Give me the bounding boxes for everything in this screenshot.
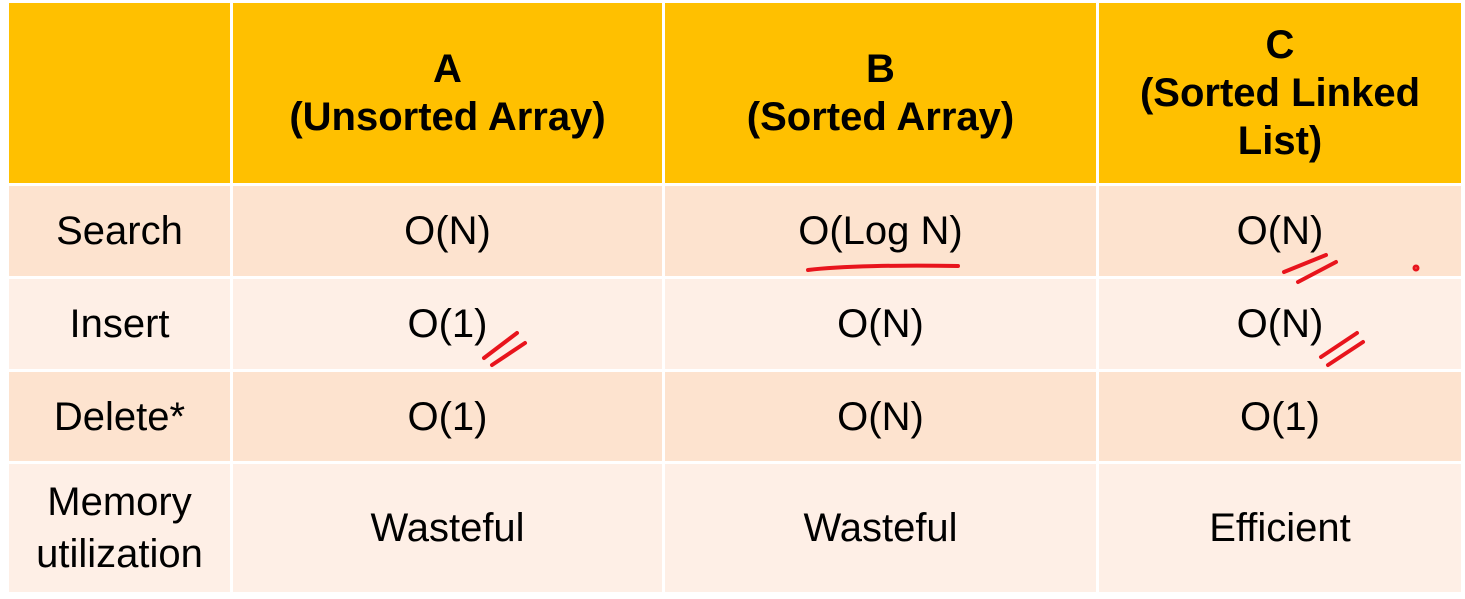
cell-delete-a: O(1): [230, 368, 665, 465]
cell-memory-b: Wasteful: [662, 461, 1099, 595]
complexity-comparison-table: A (Unsorted Array) B (Sorted Array) C (S…: [6, 0, 1464, 595]
cell-memory-a: Wasteful: [230, 461, 665, 595]
row-label-search: Search: [6, 183, 233, 279]
header-column-a: A (Unsorted Array): [230, 0, 665, 186]
row-label-insert: Insert: [6, 275, 233, 372]
cell-insert-a: O(1): [230, 275, 665, 372]
column-c-title-line2: List): [1237, 119, 1323, 163]
row-label-delete: Delete*: [6, 368, 233, 465]
column-a-title: (Unsorted Array): [289, 95, 606, 139]
header-row: A (Unsorted Array) B (Sorted Array) C (S…: [6, 0, 1464, 186]
table-row-delete: Delete* O(1) O(N) O(1): [6, 368, 1464, 465]
header-column-c: C (Sorted Linked List): [1096, 0, 1464, 186]
cell-insert-b: O(N): [662, 275, 1099, 372]
row-label-memory: Memory utilization: [6, 461, 233, 595]
comparison-table-container: A (Unsorted Array) B (Sorted Array) C (S…: [6, 0, 1464, 595]
cell-search-b: O(Log N): [662, 183, 1099, 279]
cell-insert-c: O(N): [1096, 275, 1464, 372]
row-label-memory-line1: Memory: [47, 480, 192, 525]
row-label-memory-line2: utilization: [36, 532, 203, 577]
column-c-title-line1: (Sorted Linked: [1139, 71, 1421, 115]
cell-delete-c: O(1): [1096, 368, 1464, 465]
cell-search-a: O(N): [230, 183, 665, 279]
table-row-search: Search O(N) O(Log N) O(N): [6, 183, 1464, 279]
header-corner-cell: [6, 0, 233, 186]
table-row-insert: Insert O(1) O(N) O(N): [6, 275, 1464, 372]
header-column-b: B (Sorted Array): [662, 0, 1099, 186]
column-b-letter: B: [866, 47, 895, 91]
cell-delete-b: O(N): [662, 368, 1099, 465]
column-b-title: (Sorted Array): [746, 95, 1015, 139]
column-a-letter: A: [433, 47, 462, 91]
column-c-letter: C: [1265, 23, 1295, 67]
cell-search-c: O(N): [1096, 183, 1464, 279]
table-row-memory: Memory utilization Wasteful Wasteful Eff…: [6, 461, 1464, 595]
cell-memory-c: Efficient: [1096, 461, 1464, 595]
